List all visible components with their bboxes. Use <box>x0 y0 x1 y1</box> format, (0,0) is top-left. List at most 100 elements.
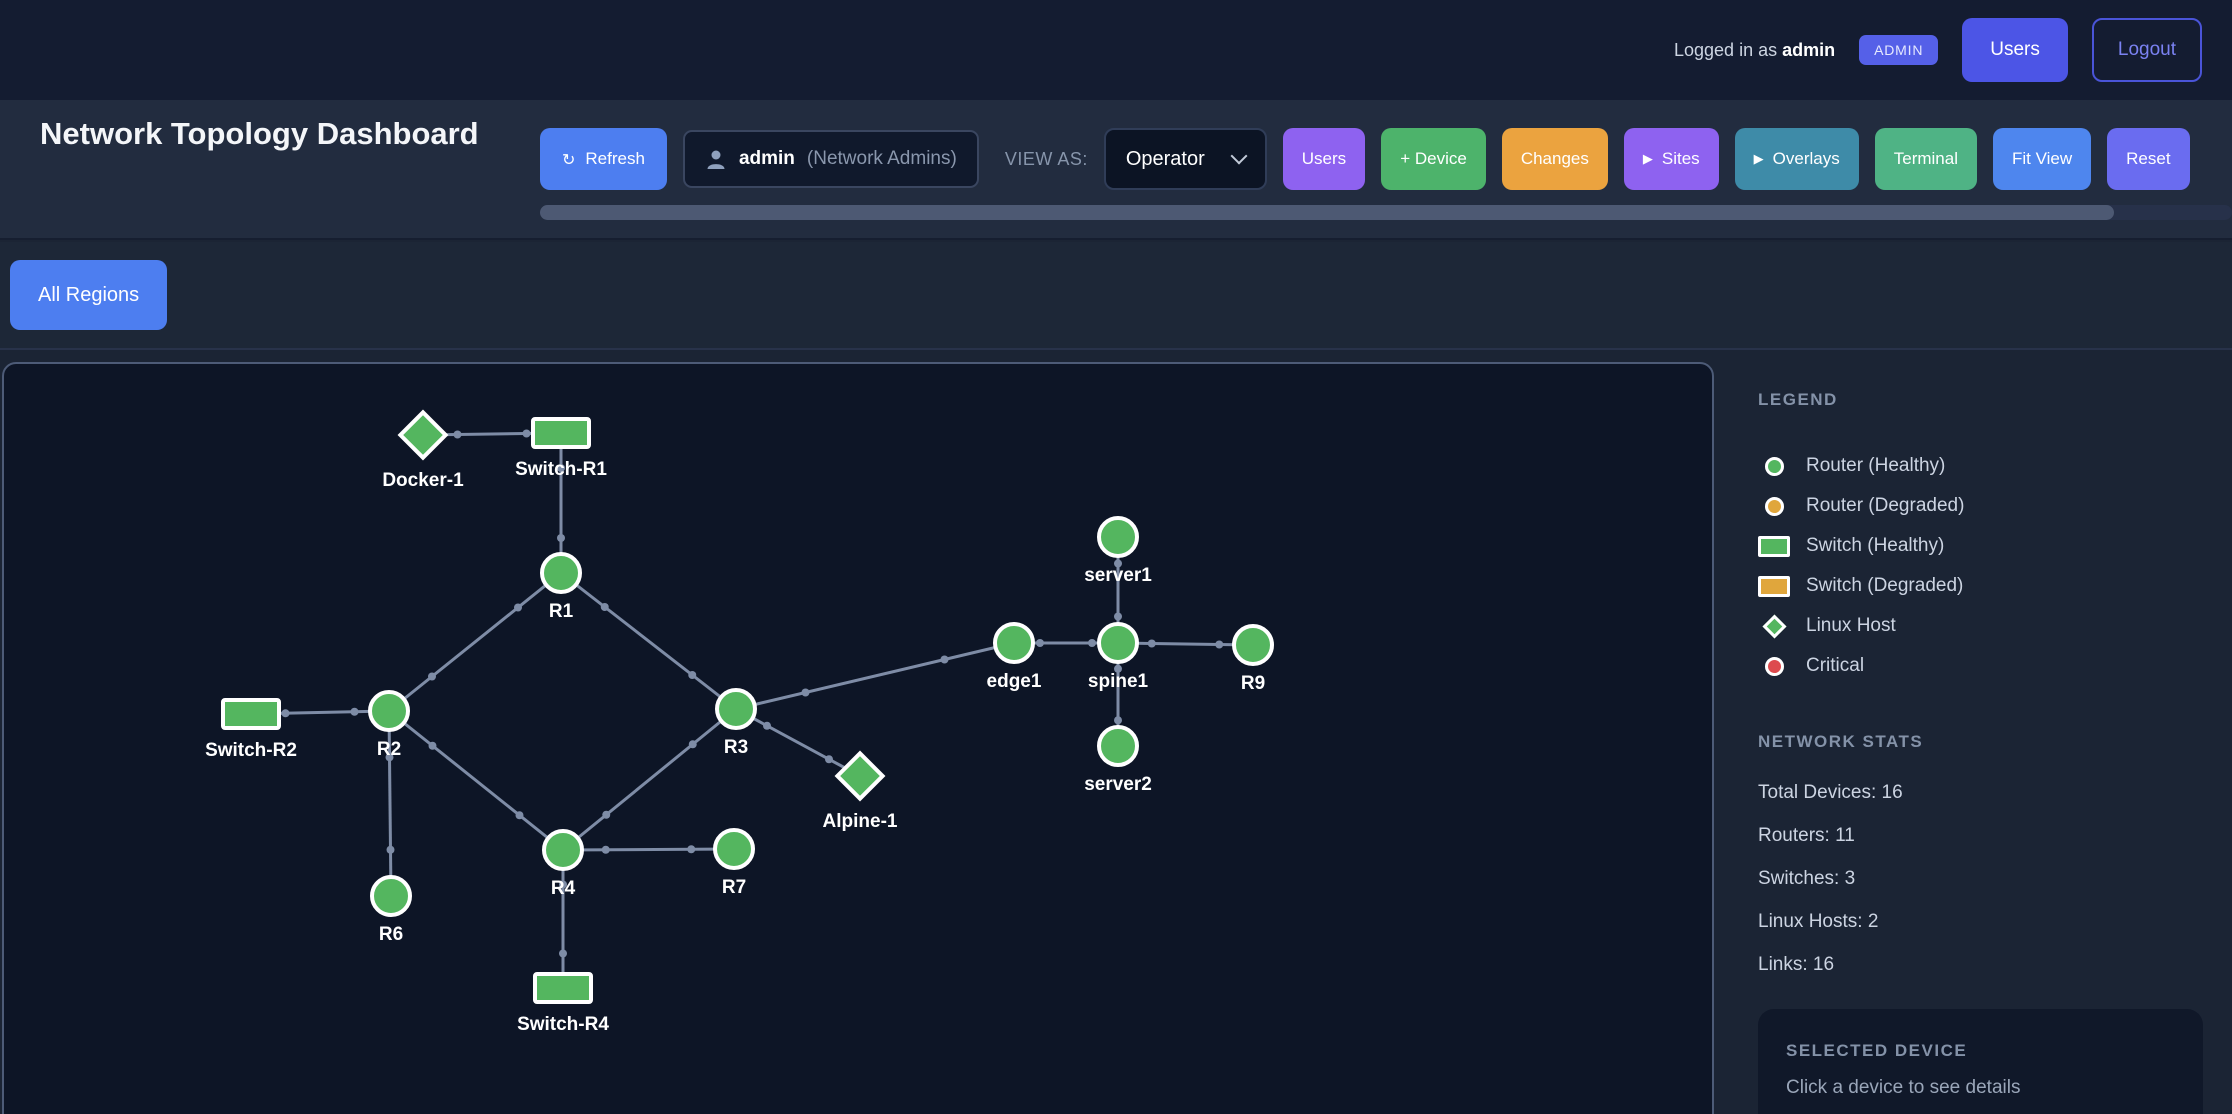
node-spine1[interactable] <box>1097 622 1139 664</box>
legend-label: Switch (Healthy) <box>1806 535 1945 556</box>
node-r7[interactable] <box>713 828 755 870</box>
stat-line: Routers: 11 <box>1758 825 1855 846</box>
view-as-select[interactable]: Operator <box>1103 128 1267 190</box>
node-switchr2[interactable] <box>221 698 281 730</box>
circle-marker <box>1758 456 1790 476</box>
stat-line: Total Devices: 16 <box>1758 782 1903 803</box>
node-label-r1: R1 <box>549 601 574 622</box>
view-as-label: VIEW AS: <box>1004 148 1088 169</box>
toolbar-scrollbar-track[interactable] <box>540 205 2232 220</box>
node-alpine1[interactable] <box>834 750 886 802</box>
toolbar-button-reset[interactable]: Reset <box>2107 128 2190 190</box>
login-status: Logged in as admin <box>1674 40 1835 61</box>
edge-dot <box>600 603 609 611</box>
view-as-value: Operator <box>1125 147 1205 170</box>
edge-r2-r6 <box>387 710 393 897</box>
current-user-pill: admin (Network Admins) <box>682 130 979 188</box>
edge-dot <box>428 741 437 750</box>
selected-device-hint: Click a device to see details <box>1786 1077 2021 1098</box>
edge-dot <box>522 429 531 438</box>
rect-marker <box>1758 575 1790 597</box>
refresh-icon: ↻ <box>562 149 576 169</box>
edge-dot <box>350 707 359 716</box>
node-label-r6: R6 <box>379 924 403 945</box>
topbar: Logged in as admin ADMIN Users Logout <box>0 0 2232 100</box>
toolbar: ↻ Refresh admin (Network Admins) VIEW AS… <box>540 127 2190 191</box>
edge-dot <box>1114 559 1122 568</box>
edge-dot <box>1114 716 1122 725</box>
node-label-docker1: Docker-1 <box>382 470 464 491</box>
edge-dot <box>688 740 697 749</box>
edge-dot <box>1036 639 1044 647</box>
rect-marker <box>1758 535 1790 557</box>
toolbar-scrollbar-thumb[interactable] <box>540 205 2114 220</box>
edge-dot <box>688 671 697 679</box>
edge-dot <box>1114 612 1122 621</box>
node-r2[interactable] <box>368 690 410 732</box>
edge-dot <box>514 603 522 612</box>
node-r6[interactable] <box>370 875 412 917</box>
node-server2[interactable] <box>1097 725 1139 767</box>
node-r1[interactable] <box>540 552 582 594</box>
legend-label: Switch (Degraded) <box>1806 575 1964 596</box>
toolbar-button-terminal[interactable]: Terminal <box>1874 128 1977 190</box>
node-edge1[interactable] <box>993 622 1035 664</box>
stat-line: Switches: 3 <box>1758 868 1856 889</box>
toolbar-button-sites[interactable]: ▶Sites <box>1623 128 1719 190</box>
edge-r3-edge1 <box>735 641 1015 711</box>
edge-dot <box>801 688 810 697</box>
legend-item: Linux Host <box>1758 606 2203 646</box>
node-server1[interactable] <box>1097 516 1139 558</box>
toolbar-button-changes[interactable]: Changes <box>1501 128 1608 190</box>
node-label-edge1: edge1 <box>987 671 1042 692</box>
stat-line: Linux Hosts: 2 <box>1758 911 1879 932</box>
legend-item: Switch (Degraded) <box>1758 566 2203 606</box>
node-label-alpine1: Alpine-1 <box>823 811 898 832</box>
node-docker1[interactable] <box>397 409 449 461</box>
toolbar-button-overlays[interactable]: ▶Overlays <box>1734 128 1859 190</box>
node-label-r9: R9 <box>1241 673 1265 694</box>
node-r9[interactable] <box>1232 624 1274 666</box>
legend-label: Router (Healthy) <box>1806 455 1946 476</box>
edge-dot <box>385 753 394 762</box>
edge-dot <box>557 464 565 472</box>
node-label-switchr1: Switch-R1 <box>515 459 607 480</box>
all-regions-button[interactable]: All Regions <box>10 260 168 330</box>
toolbar-button-device[interactable]: + Device <box>1381 128 1486 190</box>
toolbar-button-users[interactable]: Users <box>1282 128 1366 190</box>
node-label-server1: server1 <box>1084 565 1152 586</box>
node-switchr4[interactable] <box>533 972 593 1004</box>
edge-r1-r2 <box>388 571 562 713</box>
edge-dot <box>825 755 833 764</box>
user-icon <box>707 150 725 169</box>
edge-dot <box>453 430 462 439</box>
edge-spine1-r9 <box>1117 641 1254 647</box>
chevron-down-icon <box>1230 147 1248 165</box>
node-label-r3: R3 <box>724 737 748 758</box>
circle-marker <box>1758 656 1790 676</box>
edge-dot <box>559 949 567 958</box>
logout-button[interactable]: Logout <box>2091 18 2202 82</box>
legend-items: Router (Healthy)Router (Degraded)Switch … <box>1758 446 2203 686</box>
edge-dot <box>557 534 565 542</box>
node-r4[interactable] <box>542 829 584 871</box>
diamond-marker <box>1758 613 1790 639</box>
edge-dot <box>386 845 395 854</box>
refresh-button[interactable]: ↻ Refresh <box>540 128 667 190</box>
users-button[interactable]: Users <box>1962 18 2068 82</box>
node-r3[interactable] <box>715 688 757 730</box>
edge-dot <box>428 672 436 681</box>
toolbar-button-fit-view[interactable]: Fit View <box>1993 128 2092 190</box>
legend-label: Critical <box>1806 655 1865 676</box>
edge-r3-alpine1 <box>735 707 861 778</box>
edge-r2-r4 <box>388 709 564 852</box>
login-prefix: Logged in as <box>1674 39 1778 60</box>
node-label-r2: R2 <box>377 739 401 760</box>
node-label-spine1: spine1 <box>1088 671 1149 692</box>
edge-dot <box>1147 639 1156 648</box>
node-switchr1[interactable] <box>531 417 591 449</box>
header: Network Topology Dashboard ↻ Refresh adm… <box>0 100 2232 240</box>
